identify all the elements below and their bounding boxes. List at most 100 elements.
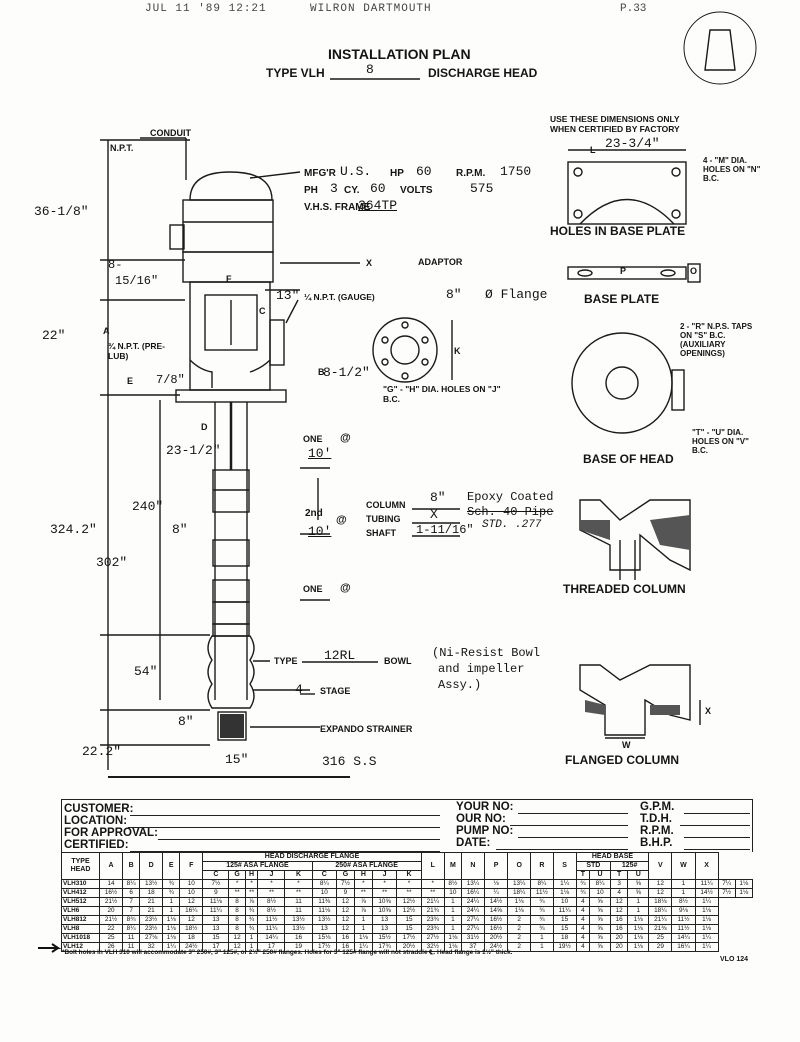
customer-label: CUSTOMER: <box>64 803 134 815</box>
table-cell: * <box>257 879 286 889</box>
table-cell: ** <box>244 888 259 898</box>
subtitle-suffix: DISCHARGE HEAD <box>428 66 538 80</box>
col-o: O <box>507 852 532 880</box>
table-cell: 1 <box>671 888 696 898</box>
table-cell: 25 <box>648 933 673 943</box>
col-a: A <box>98 852 124 880</box>
date-line <box>496 849 628 850</box>
at-label-2: @ <box>336 514 347 526</box>
table-cell: 13 <box>371 915 398 925</box>
table-cell: 12 <box>228 933 246 943</box>
certified-line <box>130 851 440 852</box>
table-cell: 24½ <box>179 942 204 952</box>
tu-holes-note: "T" - "U" DIA. HOLES ON "V" B.C. <box>692 428 749 455</box>
letter-f: F <box>226 274 232 284</box>
col-l: L <box>420 852 445 880</box>
table-cell: ¾ <box>530 906 554 916</box>
dim-10a: 10' <box>308 446 332 461</box>
fax-header-center: WILRON DARTMOUTH <box>310 3 432 15</box>
table-cell: 14¼ <box>257 933 286 943</box>
table-cell: 4 <box>575 906 591 916</box>
row-type-head: VLH6 <box>61 906 100 916</box>
table-cell: 1¼ <box>694 942 719 952</box>
table-cell: 1⅛ <box>507 897 532 907</box>
head-base-header: HEAD BASE <box>575 852 650 862</box>
table-cell: 10 <box>179 888 204 898</box>
table-cell: 8¾ <box>122 915 141 925</box>
table-cell: 21½ <box>98 897 124 907</box>
col-d: D <box>139 852 164 880</box>
table-cell: ⅞ <box>353 897 373 907</box>
date-label: DATE: <box>456 837 491 849</box>
col-m: M <box>443 852 462 880</box>
table-cell: ** <box>371 888 398 898</box>
col-125-j: J <box>257 870 286 880</box>
table-cell: ¾ <box>244 906 259 916</box>
table-cell: * <box>284 879 313 889</box>
table-cell: 8¼ <box>589 879 612 889</box>
table-cell: 11 <box>122 933 141 943</box>
table-cell: 20½ <box>483 933 509 943</box>
table-cell: 25 <box>98 933 124 943</box>
table-cell: 16½ <box>98 888 124 898</box>
mfgr-label: MFG'R <box>304 168 336 179</box>
table-cell: 21¾ <box>420 906 445 916</box>
gauge-label: ¼ N.P.T. (GAUGE) <box>304 292 375 302</box>
col-250-j: J <box>371 870 398 880</box>
table-cell: 11¼ <box>257 924 286 934</box>
rpm-form-line <box>684 837 750 838</box>
table-cell: 14½ <box>694 888 719 898</box>
col-125-c: C <box>202 870 230 880</box>
table-cell: 12 <box>228 942 246 952</box>
table-cell: 11½ <box>530 888 554 898</box>
table-cell: 15⅛ <box>311 933 337 943</box>
shaft-label: SHAFT <box>366 528 396 538</box>
table-cell: 1 <box>353 924 373 934</box>
dim-8b: 8" <box>172 522 188 537</box>
row-type-head: VLH412 <box>61 888 100 898</box>
bowl-note-2: and impeller <box>438 662 525 676</box>
our-no-line <box>510 825 628 826</box>
table-cell: 18 <box>552 933 577 943</box>
type-label: TYPE <box>274 656 298 666</box>
table-cell: * <box>244 879 259 889</box>
table-cell: 18¼ <box>507 888 532 898</box>
table-cell: 10 <box>179 879 204 889</box>
dim-324: 324.2" <box>50 522 97 537</box>
base-of-head-title: BASE OF HEAD <box>583 452 674 466</box>
base-plate-length: 23-3/4" <box>605 136 660 151</box>
table-cell: ** <box>396 888 422 898</box>
table-cell: 8¼ <box>122 879 141 889</box>
table-cell: 12 <box>179 915 204 925</box>
table-cell: 1 <box>671 879 696 889</box>
table-cell: ¾ <box>530 897 554 907</box>
letter-a: A <box>103 326 110 336</box>
pump-no-line <box>518 837 628 838</box>
table-cell: 20 <box>98 906 124 916</box>
certified-note-2: WHEN CERTIFIED BY FACTORY <box>550 124 680 134</box>
table-cell: 15 <box>552 915 577 925</box>
table-cell: 8¼ <box>122 924 141 934</box>
prelub-label: ¾ N.P.T. (PRE-LUB) <box>108 341 165 361</box>
rpm-label: R.P.M. <box>456 168 486 179</box>
table-cell: 18 <box>179 933 204 943</box>
table-cell: 16½ <box>483 924 509 934</box>
table-cell: 13 <box>371 924 398 934</box>
table-cell: 18½ <box>179 924 204 934</box>
table-cell: 4 <box>575 915 591 925</box>
table-cell: 8½ <box>671 897 696 907</box>
second-label: 2nd <box>305 508 323 519</box>
table-cell: 1 <box>627 906 650 916</box>
table-cell: ⅝ <box>589 897 612 907</box>
table-cell: ⅞ <box>353 906 373 916</box>
bowl-label: BOWL <box>384 656 412 666</box>
table-cell: 23½ <box>139 915 164 925</box>
table-footnote: *Bolt holes in VLH 310 will accommodate … <box>62 949 513 956</box>
hp-label: HP <box>390 168 404 179</box>
table-cell: 21½ <box>98 915 124 925</box>
dim-7-8: 7/8" <box>156 373 185 387</box>
